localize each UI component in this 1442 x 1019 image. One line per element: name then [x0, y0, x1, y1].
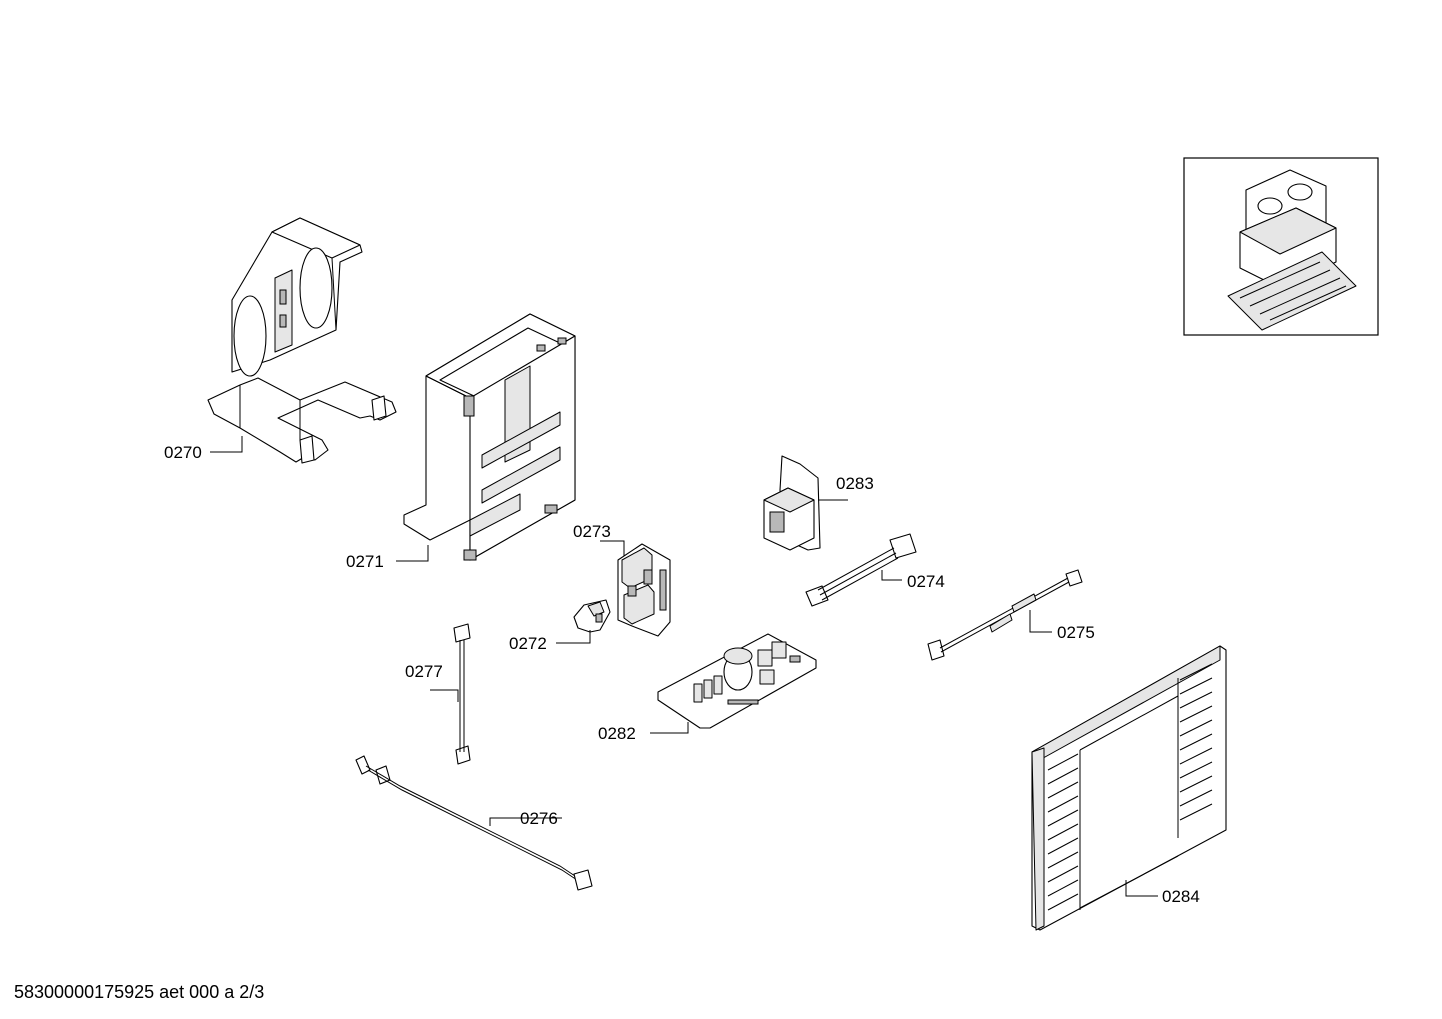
- label-0271: 0271: [346, 552, 384, 571]
- part-0282-main-board: [657, 633, 817, 729]
- label-0283: 0283: [836, 474, 874, 493]
- part-0284-grid-panel: [1031, 645, 1227, 931]
- label-0275: 0275: [1057, 623, 1095, 642]
- part-0274-cable: [805, 533, 917, 607]
- label-0270: 0270: [164, 443, 202, 462]
- part-0276-cable: [355, 755, 593, 891]
- part-0277-cable: [453, 623, 471, 765]
- part-labels: 0270 0271 0272 0273 0274 0275 0276 0277 …: [164, 443, 1200, 906]
- label-0274: 0274: [907, 572, 945, 591]
- part-0275-cable: [927, 569, 1083, 661]
- label-0276: 0276: [520, 809, 558, 828]
- label-0272: 0272: [509, 634, 547, 653]
- document-footer-id: 58300000175925 aet 000 a 2/3: [14, 982, 265, 1002]
- part-0272-clip: [573, 599, 611, 633]
- part-0270-bracket: [207, 217, 397, 464]
- grid-panel-slats: [1047, 663, 1213, 911]
- part-0271-housing: [403, 313, 576, 561]
- label-0277: 0277: [405, 662, 443, 681]
- part-0283-transformer: [763, 455, 821, 551]
- overview-thumbnail: [1183, 157, 1379, 336]
- part-0273-relay-board: [617, 543, 671, 637]
- label-0273: 0273: [573, 522, 611, 541]
- label-0284: 0284: [1162, 887, 1200, 906]
- leader-lines: [210, 436, 1158, 897]
- label-0282: 0282: [598, 724, 636, 743]
